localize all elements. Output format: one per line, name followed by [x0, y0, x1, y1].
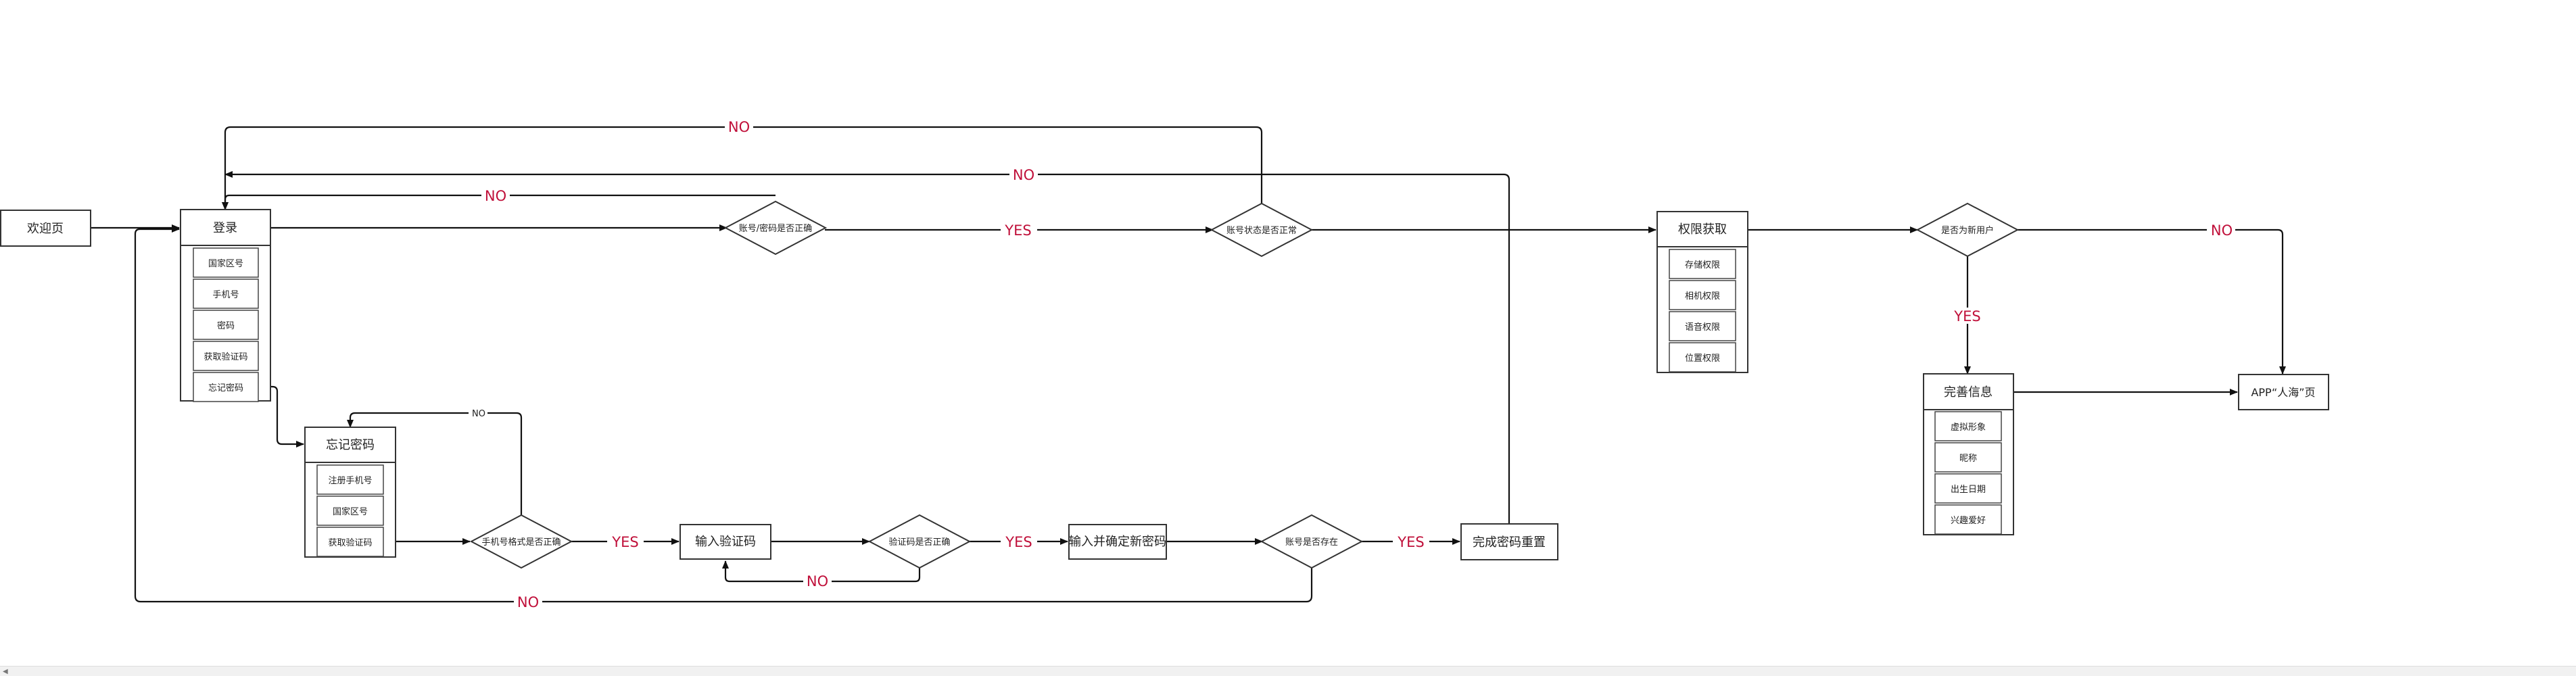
label-yes-code: YES: [1005, 534, 1032, 550]
reset-done-label: 完成密码重置: [1473, 535, 1546, 550]
login-field-forgot: 忘记密码: [208, 383, 243, 393]
edge-reset-login: [224, 171, 1510, 524]
perm-location: 位置权限: [1685, 353, 1720, 364]
profile-node: 完善信息 虚拟形象 昵称 出生日期 兴趣爱好: [1923, 373, 2014, 535]
horizontal-scrollbar[interactable]: ◀: [0, 666, 2576, 676]
forgot-field-country: 国家区号: [333, 506, 368, 517]
edge-labels: NO NO NO YES NO YES NO YES YES NO YES NO: [469, 119, 2235, 610]
profile-nickname: 昵称: [1959, 454, 1977, 464]
perm-storage: 存储权限: [1685, 260, 1720, 270]
edge-status-no-login: [222, 126, 1263, 210]
profile-avatar: 虚拟形象: [1951, 422, 1986, 433]
input-code-label: 输入验证码: [695, 535, 756, 549]
forgot-node: 忘记密码 注册手机号 国家区号 获取验证码: [304, 427, 396, 558]
label-yes-cred: YES: [1004, 222, 1031, 239]
cred-correct-decision: 账号/密码是否正确: [723, 200, 828, 256]
input-code-node: 输入验证码: [679, 524, 771, 560]
forgot-field-getcode: 获取验证码: [328, 537, 372, 548]
edge-login-forgot: [261, 385, 304, 448]
new-password-label: 输入并确定新密码: [1069, 535, 1166, 549]
label-yes-exists: YES: [1397, 534, 1424, 550]
label-no-status: NO: [1013, 167, 1034, 183]
edge-exists-no-login: [134, 226, 1313, 603]
phone-format-label: 手机号格式是否正确: [481, 537, 560, 548]
login-field-getcode: 获取验证码: [204, 352, 247, 362]
welcome-node: 欢迎页: [0, 210, 91, 247]
label-no-code: NO: [807, 573, 828, 589]
account-exists-decision: 账号是否存在: [1260, 514, 1364, 569]
label-no-cred: NO: [485, 188, 506, 204]
login-field-password: 密码: [217, 320, 235, 331]
account-status-decision: 账号状态是否正常: [1210, 202, 1314, 258]
perm-voice: 语音权限: [1685, 322, 1720, 333]
label-yes-phone: YES: [611, 534, 638, 550]
code-correct-decision: 验证码是否正确: [867, 514, 972, 569]
permissions-label: 权限获取: [1678, 222, 1727, 237]
forgot-label: 忘记密码: [326, 438, 375, 452]
new-password-node: 输入并确定新密码: [1068, 524, 1167, 560]
reset-done-node: 完成密码重置: [1460, 523, 1558, 560]
profile-birthday: 出生日期: [1951, 485, 1986, 495]
code-correct-label: 验证码是否正确: [888, 537, 950, 548]
label-no-top: NO: [728, 119, 750, 135]
label-no-phone: NO: [472, 409, 485, 419]
app-home-node: APP“人海”页: [2238, 374, 2329, 410]
label-no-newuser: NO: [2211, 222, 2233, 239]
login-field-phone: 手机号: [212, 290, 239, 300]
profile-label: 完善信息: [1944, 385, 1993, 400]
edge-newuser-app: [2018, 228, 2286, 375]
login-node: 登录 国家区号 手机号 密码 获取验证码 忘记密码: [180, 209, 271, 402]
account-status-label: 账号状态是否正常: [1226, 226, 1297, 236]
cred-correct-label: 账号/密码是否正确: [739, 223, 812, 234]
welcome-label: 欢迎页: [27, 222, 64, 236]
phone-format-decision: 手机号格式是否正确: [469, 514, 573, 569]
login-field-country: 国家区号: [208, 258, 243, 269]
new-user-label: 是否为新用户: [1941, 225, 1994, 236]
forgot-field-phone: 注册手机号: [328, 476, 372, 486]
edge-phone-no-forgot: [347, 412, 523, 519]
account-exists-label: 账号是否存在: [1285, 537, 1338, 548]
label-no-exists: NO: [517, 594, 539, 610]
login-label: 登录: [213, 221, 237, 235]
permissions-node: 权限获取 存储权限 相机权限 语音权限 位置权限: [1656, 211, 1748, 373]
app-home-label: APP“人海”页: [2251, 386, 2315, 399]
profile-interests: 兴趣爱好: [1951, 516, 1986, 526]
new-user-decision: 是否为新用户: [1915, 202, 2020, 258]
label-yes-newuser: YES: [1953, 308, 1980, 324]
scroll-left-icon[interactable]: ◀: [3, 668, 8, 675]
perm-camera: 相机权限: [1685, 291, 1720, 301]
